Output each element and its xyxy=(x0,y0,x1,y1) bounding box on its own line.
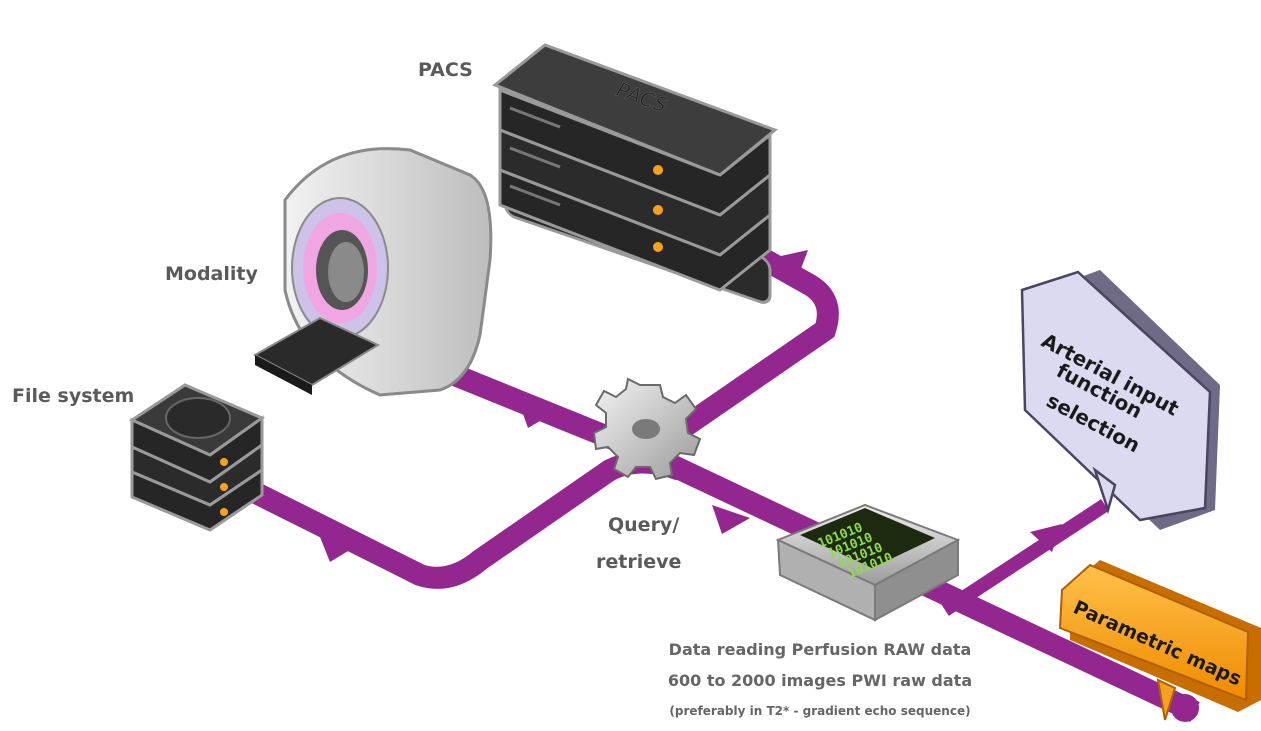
caption-line-3: (preferably in T2* - gradient echo seque… xyxy=(669,704,970,718)
pacs-label: PACS xyxy=(418,59,473,81)
query-retrieve-line-1: Query/ xyxy=(608,514,679,536)
pacs-server-icon: PACS xyxy=(492,43,778,304)
modality-label: Modality xyxy=(165,263,258,285)
data-chip-icon: 101010 101010 101010 101010 xyxy=(775,503,961,622)
caption-line-1: Data reading Perfusion RAW data xyxy=(669,640,972,659)
caption-line-2: 600 to 2000 images PWI raw data xyxy=(668,671,972,690)
file-system-icon xyxy=(128,383,266,532)
mri-scanner-icon xyxy=(252,147,493,397)
aif-callout: Arterial input function selection xyxy=(1020,270,1220,530)
flow-arrows xyxy=(318,250,1062,562)
gear-icon xyxy=(592,377,702,481)
file-system-label: File system xyxy=(12,385,134,407)
query-retrieve-line-2: retrieve xyxy=(596,551,681,573)
parametric-maps-callout: Parametric maps xyxy=(1058,560,1261,721)
